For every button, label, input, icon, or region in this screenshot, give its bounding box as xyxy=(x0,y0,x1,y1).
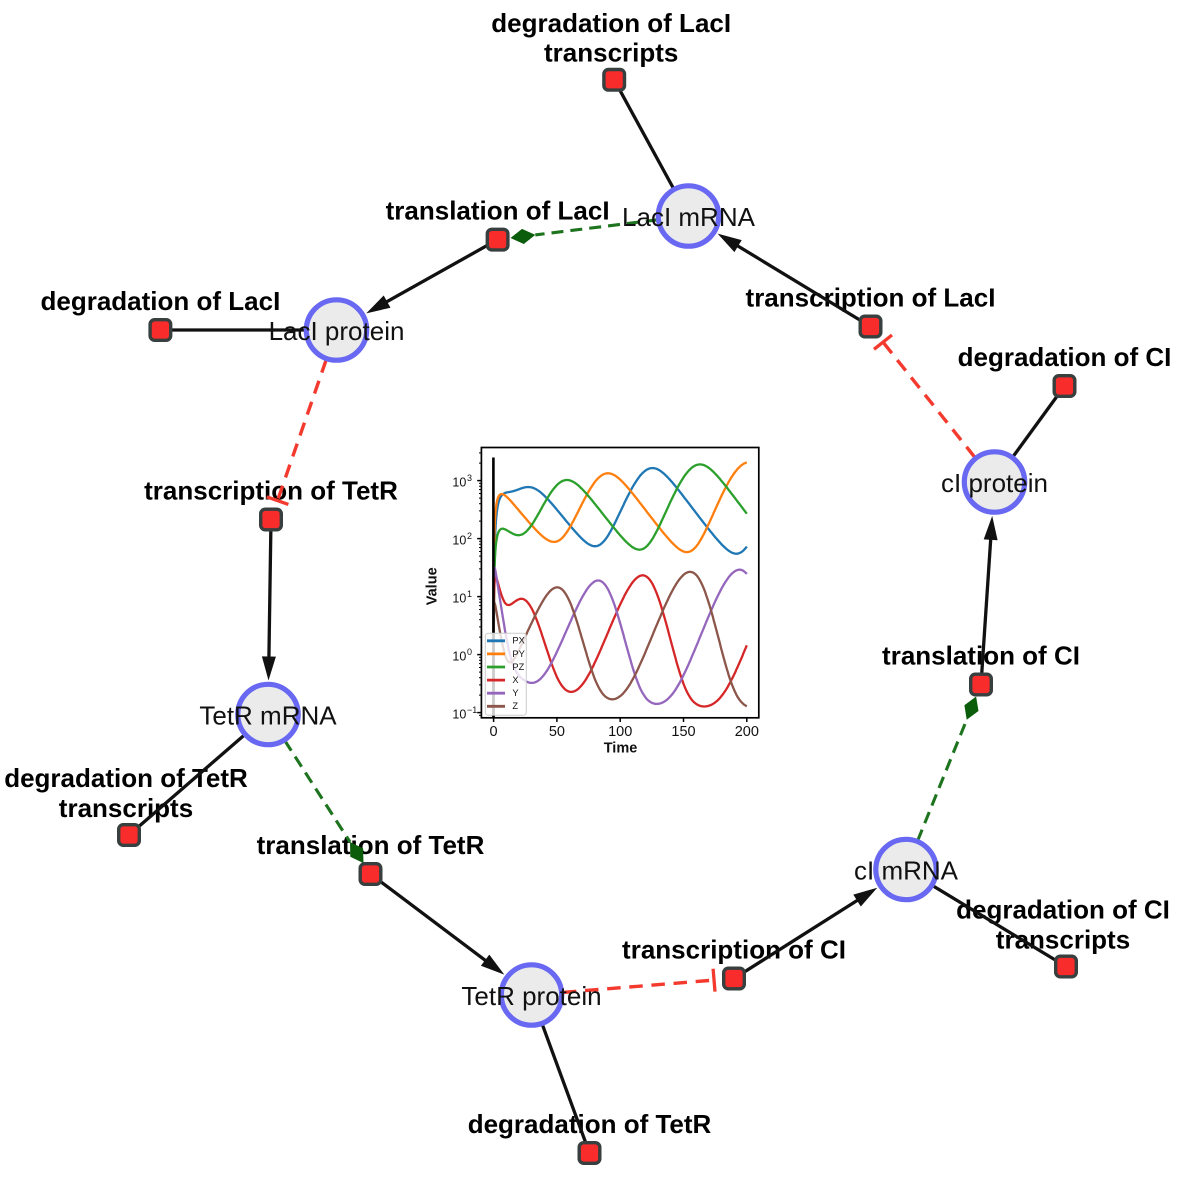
svg-text:translation of TetR: translation of TetR xyxy=(257,830,485,860)
svg-text:degradation of TetR: degradation of TetR xyxy=(468,1109,712,1139)
svg-text:transcription of CI: transcription of CI xyxy=(622,935,846,965)
svg-text:0: 0 xyxy=(490,724,498,740)
svg-text:150: 150 xyxy=(671,724,695,740)
svg-text:degradation of LacI: degradation of LacI xyxy=(40,286,280,316)
svg-text:TetR mRNA: TetR mRNA xyxy=(199,701,337,731)
svg-text:PX: PX xyxy=(512,636,524,646)
svg-text:0: 0 xyxy=(467,647,472,657)
svg-text:Value: Value xyxy=(425,567,441,605)
svg-text:X: X xyxy=(512,675,518,685)
svg-text:LacI mRNA: LacI mRNA xyxy=(622,202,756,232)
svg-text:Z: Z xyxy=(512,701,518,711)
svg-text:degradation of CI: degradation of CI xyxy=(958,342,1172,372)
svg-text:200: 200 xyxy=(735,724,759,740)
svg-text:cI protein: cI protein xyxy=(941,468,1048,498)
svg-text:transcripts: transcripts xyxy=(996,924,1130,954)
svg-text:LacI protein: LacI protein xyxy=(269,316,405,346)
svg-text:50: 50 xyxy=(549,724,565,740)
svg-text:TetR protein: TetR protein xyxy=(461,981,601,1011)
svg-text:cI mRNA: cI mRNA xyxy=(854,856,959,886)
svg-text:Time: Time xyxy=(604,741,638,757)
svg-text:degradation of LacI: degradation of LacI xyxy=(491,8,731,38)
svg-text:10: 10 xyxy=(452,534,466,548)
svg-text:PY: PY xyxy=(512,649,524,659)
svg-text:10: 10 xyxy=(452,708,466,722)
svg-text:transcription of TetR: transcription of TetR xyxy=(144,476,398,506)
svg-text:2: 2 xyxy=(467,531,472,541)
svg-text:100: 100 xyxy=(608,724,632,740)
svg-text:translation of LacI: translation of LacI xyxy=(386,196,610,226)
svg-text:1: 1 xyxy=(467,589,472,599)
svg-text:transcripts: transcripts xyxy=(544,38,678,68)
svg-text:10: 10 xyxy=(452,592,466,606)
svg-text:degradation of TetR: degradation of TetR xyxy=(4,763,248,793)
svg-text:transcription of LacI: transcription of LacI xyxy=(746,283,996,313)
svg-text:PZ: PZ xyxy=(512,662,524,672)
svg-text:10: 10 xyxy=(452,476,466,490)
svg-text:10: 10 xyxy=(452,650,466,664)
svg-text:Y: Y xyxy=(512,688,518,698)
svg-text:−1: −1 xyxy=(467,705,477,715)
svg-text:3: 3 xyxy=(467,473,472,483)
